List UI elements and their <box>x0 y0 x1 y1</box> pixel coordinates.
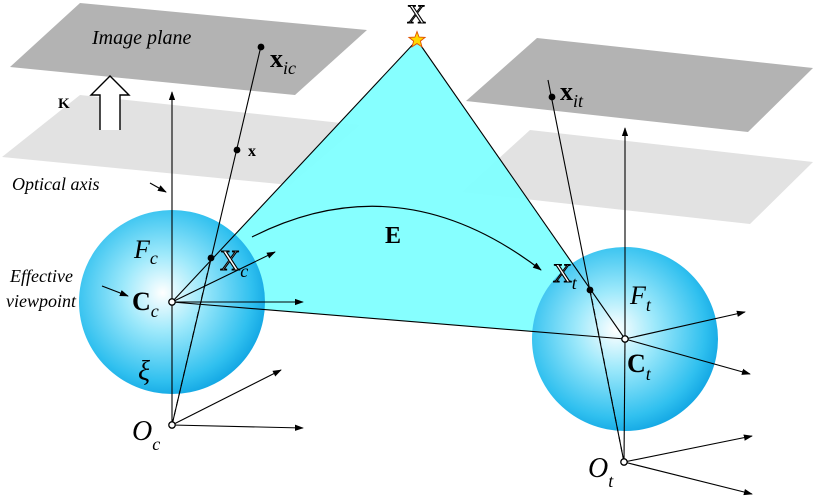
point-x-it <box>548 93 556 101</box>
C-t-sub: t <box>646 364 652 384</box>
O-t-label: Ot <box>588 453 614 491</box>
essential-matrix-arc <box>251 205 542 271</box>
x-ic-sub: ic <box>283 58 296 78</box>
image-plane-left <box>10 3 367 95</box>
point-C-c <box>168 298 176 306</box>
point-O-t <box>620 458 628 466</box>
baseline <box>171 301 626 340</box>
image-plane-right <box>466 38 813 132</box>
effective-viewpoint-label-1: Effective <box>9 266 73 286</box>
C-c-label: Cc <box>132 287 159 321</box>
X-t-label: Xt <box>553 259 578 293</box>
effective-viewpoint-pointer <box>101 285 129 297</box>
point-X-c <box>207 254 215 262</box>
xi-label: ξ <box>138 356 150 387</box>
F-t-main: F <box>629 281 647 310</box>
x-it-sub: it <box>573 91 584 111</box>
X-c-main: X <box>220 246 240 277</box>
image-plane-left-shifted <box>2 95 360 185</box>
axis-oc-right <box>171 424 304 431</box>
effective-viewpoint-label-2: viewpoint <box>6 291 77 311</box>
O-c-label: Oc <box>132 416 160 454</box>
optical-axis-t-lower <box>623 338 626 463</box>
image-plane-right-shifted <box>462 130 813 224</box>
x-ic-label: xic <box>270 44 296 78</box>
O-c-main: O <box>132 416 152 447</box>
kappa-label: K <box>58 96 70 112</box>
X-c-label: Xc <box>220 246 248 281</box>
axis-ot-right <box>623 461 753 496</box>
optical-axis-pointer <box>149 182 167 193</box>
E-label: E <box>385 223 401 249</box>
axis-t-right <box>624 338 751 375</box>
optical-axis-label: Optical axis <box>12 174 100 194</box>
point-O-c <box>168 421 176 429</box>
C-c-main: C <box>132 287 151 316</box>
point-X-t <box>586 286 594 294</box>
axis-c-diag <box>171 251 276 303</box>
O-t-main: O <box>588 453 608 484</box>
X-t-main: X <box>553 259 572 288</box>
epipolar-plane <box>172 40 625 339</box>
axis-oc-diag <box>171 369 282 426</box>
axis-ot-diag <box>623 434 753 463</box>
F-t-sub: t <box>646 295 652 315</box>
world-point-star-icon <box>407 30 427 48</box>
O-t-sub: t <box>608 471 614 491</box>
image-plane-label: Image plane <box>91 27 192 49</box>
X-t-sub: t <box>572 273 578 293</box>
kappa-arrow-icon <box>89 75 131 130</box>
F-c-label: Fc <box>133 235 158 268</box>
C-c-sub: c <box>151 301 159 321</box>
x-label: x <box>248 143 256 160</box>
C-t-label: Ct <box>627 349 652 384</box>
F-c-sub: c <box>150 248 158 268</box>
point-C-t <box>621 335 629 343</box>
x-ic-main: x <box>270 44 283 73</box>
C-t-main: C <box>627 349 646 378</box>
F-c-main: F <box>133 235 151 264</box>
axis-t-diag <box>624 310 746 340</box>
F-t-label: Ft <box>629 281 652 315</box>
point-x-ic <box>257 43 265 51</box>
world-point-label: X <box>407 0 426 29</box>
x-it-label: xit <box>560 77 584 111</box>
X-c-sub: c <box>240 261 248 281</box>
O-c-sub: c <box>152 434 160 454</box>
x-it-main: x <box>560 77 573 106</box>
point-x <box>233 146 241 154</box>
